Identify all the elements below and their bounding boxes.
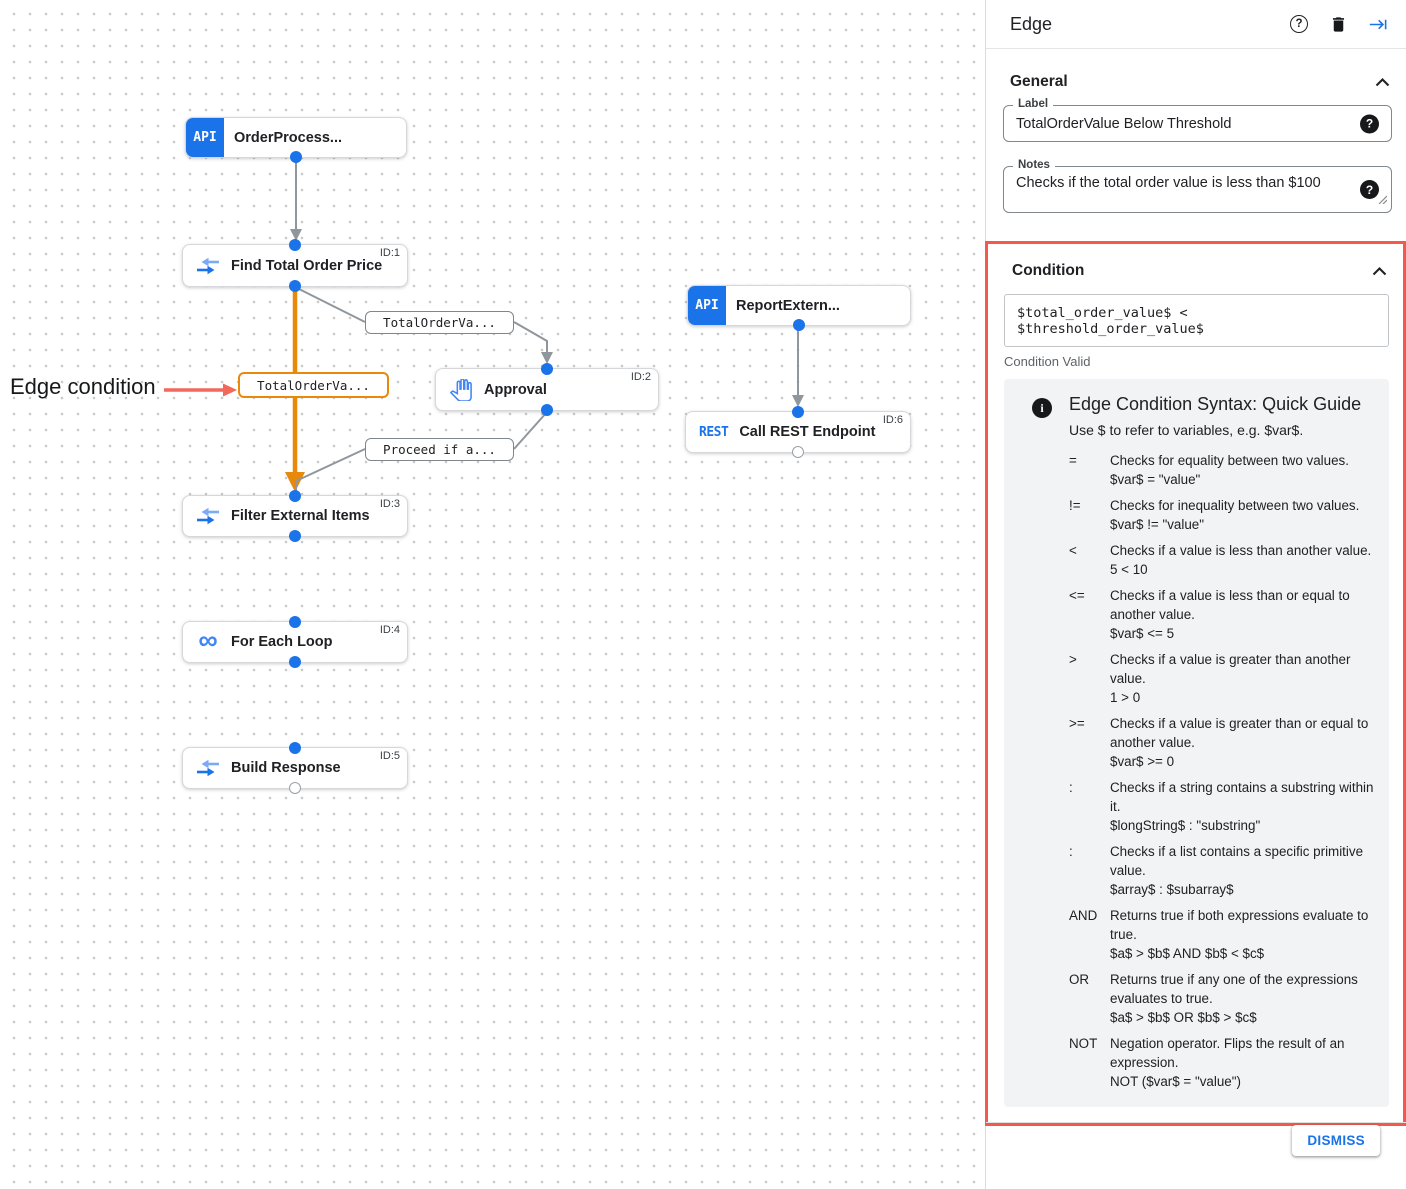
panel-title: Edge — [1010, 13, 1053, 34]
label-help-icon[interactable]: ? — [1360, 114, 1379, 133]
collapse-panel-icon[interactable] — [1369, 15, 1388, 34]
node-report-extern-trigger[interactable]: API ReportExtern... — [687, 285, 911, 331]
connector-dot[interactable] — [289, 742, 301, 754]
node-label: OrderProcess... — [234, 129, 342, 146]
panel-header: Edge ? — [986, 0, 1406, 48]
node-label: Filter External Items — [231, 508, 370, 524]
node-label: Find Total Order Price — [231, 257, 383, 274]
loop-infinity-icon: ∞ — [198, 625, 218, 655]
delete-icon[interactable] — [1329, 15, 1348, 34]
operator-row: NOT Negation operator. Flips the result … — [1069, 1036, 1345, 1089]
operator-row: != Checks for inequality between two val… — [1069, 498, 1360, 532]
node-id-badge: ID:1 — [379, 247, 400, 259]
node-id-badge: ID:6 — [882, 414, 903, 426]
edge-connectors — [164, 158, 804, 492]
rest-icon: REST — [699, 424, 729, 440]
data-mapping-icon — [196, 504, 220, 528]
help-icon[interactable]: ? — [1290, 15, 1308, 33]
node-find-total-order-price[interactable]: Find Total Order Price ID:1 — [182, 239, 408, 292]
condition-expression-input[interactable]: $total_order_value$ < $threshold_order_v… — [1004, 294, 1389, 347]
edge-label-to-approval[interactable]: TotalOrderVa... — [365, 311, 514, 334]
operator-row: >= Checks if a value is greater than or … — [1069, 716, 1369, 769]
edge-condition-annotation: Edge condition — [10, 374, 156, 399]
node-id-badge: ID:4 — [379, 624, 400, 636]
connector-dot[interactable] — [289, 530, 301, 542]
node-id-badge: ID:5 — [379, 750, 400, 762]
workflow-canvas[interactable]: API OrderProcess... Find Total Order Pri… — [0, 0, 985, 1189]
node-filter-external-items[interactable]: Filter External Items ID:3 — [182, 490, 408, 542]
label-field[interactable]: Label TotalOrderValue Below Threshold ? — [1003, 98, 1392, 142]
connector-dot[interactable] — [289, 239, 301, 251]
node-order-process-trigger[interactable]: API OrderProcess... — [185, 117, 407, 163]
operator-row: : Checks if a string contains a substrin… — [1069, 780, 1374, 833]
operator-row: OR Returns true if any one of the expres… — [1069, 972, 1358, 1025]
footer-divider — [986, 1122, 1406, 1123]
connector-dot[interactable] — [792, 406, 804, 418]
label-field-value[interactable]: TotalOrderValue Below Threshold — [1016, 116, 1232, 132]
edge-label-selected-condition[interactable]: TotalOrderVa... — [238, 372, 389, 398]
connector-dot[interactable] — [541, 404, 553, 416]
node-approval[interactable]: Approval ID:2 — [435, 363, 659, 416]
connector-dot[interactable] — [793, 319, 805, 331]
connector-dot-open[interactable] — [792, 446, 804, 458]
node-label: For Each Loop — [231, 634, 333, 650]
data-mapping-icon — [196, 756, 220, 780]
node-call-rest-endpoint[interactable]: REST Call REST Endpoint ID:6 — [685, 406, 911, 458]
connector-dot-open[interactable] — [289, 782, 301, 794]
condition-section-header[interactable]: Condition — [988, 244, 1403, 280]
notes-help-icon[interactable]: ? — [1360, 180, 1379, 199]
edge-config-panel: Edge ? General Label TotalOrderValue Bel… — [985, 0, 1406, 1189]
general-heading: General — [1010, 73, 1068, 90]
condition-heading: Condition — [1012, 262, 1085, 279]
node-id-badge: ID:2 — [630, 371, 651, 383]
condition-highlight-box: Condition $total_order_value$ < $thresho… — [985, 241, 1406, 1126]
condition-valid-status: Condition Valid — [1004, 354, 1091, 369]
guide-title: Edge Condition Syntax: Quick Guide — [1069, 394, 1362, 414]
header-divider — [986, 48, 1406, 49]
notes-field-legend: Notes — [1013, 159, 1055, 171]
info-icon: i — [1032, 398, 1052, 418]
connector-dot[interactable] — [289, 490, 301, 502]
operator-row: > Checks if a value is greater than anot… — [1069, 652, 1351, 705]
node-label: ReportExtern... — [736, 297, 840, 314]
operator-row: <= Checks if a value is less than or equ… — [1069, 588, 1350, 641]
notes-field[interactable]: Notes Checks if the total order value is… — [1003, 159, 1392, 213]
data-mapping-icon — [196, 254, 220, 278]
connector-dot[interactable] — [541, 363, 553, 375]
connector-dot[interactable] — [289, 280, 301, 292]
condition-syntax-guide: i Edge Condition Syntax: Quick Guide Use… — [1004, 379, 1389, 1107]
chevron-up-icon[interactable] — [1375, 77, 1390, 87]
notes-field-value[interactable]: Checks if the total order value is less … — [1016, 175, 1321, 191]
chevron-up-icon[interactable] — [1372, 266, 1387, 276]
connector-dot[interactable] — [289, 656, 301, 668]
edge-label-proceed-if-approved[interactable]: Proceed if a... — [365, 438, 514, 461]
operator-row: AND Returns true if both expressions eva… — [1069, 908, 1369, 961]
api-trigger-icon: API — [186, 118, 224, 157]
connector-dot[interactable] — [290, 151, 302, 163]
operator-row: : Checks if a list contains a specific p… — [1069, 844, 1364, 897]
node-for-each-loop[interactable]: ∞ For Each Loop ID:4 — [182, 616, 408, 668]
operator-row: < Checks if a value is less than another… — [1069, 543, 1372, 577]
api-trigger-icon: API — [688, 286, 726, 325]
dismiss-button[interactable]: DISMISS — [1292, 1125, 1380, 1156]
general-section-header[interactable]: General — [986, 49, 1406, 91]
approval-hand-icon — [449, 378, 473, 402]
operator-row: = Checks for equality between two values… — [1069, 453, 1349, 487]
resize-handle-icon[interactable] — [1378, 191, 1388, 209]
node-label: Approval — [484, 381, 547, 398]
operator-list: = Checks for equality between two values… — [1069, 451, 1381, 1091]
node-label: Build Response — [231, 760, 341, 776]
node-id-badge: ID:3 — [379, 498, 400, 510]
connector-dot[interactable] — [289, 616, 301, 628]
guide-subtitle: Use $ to refer to variables, e.g. $var$. — [1069, 422, 1304, 438]
label-field-legend: Label — [1013, 98, 1054, 110]
node-label: Call REST Endpoint — [739, 424, 876, 440]
node-build-response[interactable]: Build Response ID:5 — [182, 742, 408, 794]
